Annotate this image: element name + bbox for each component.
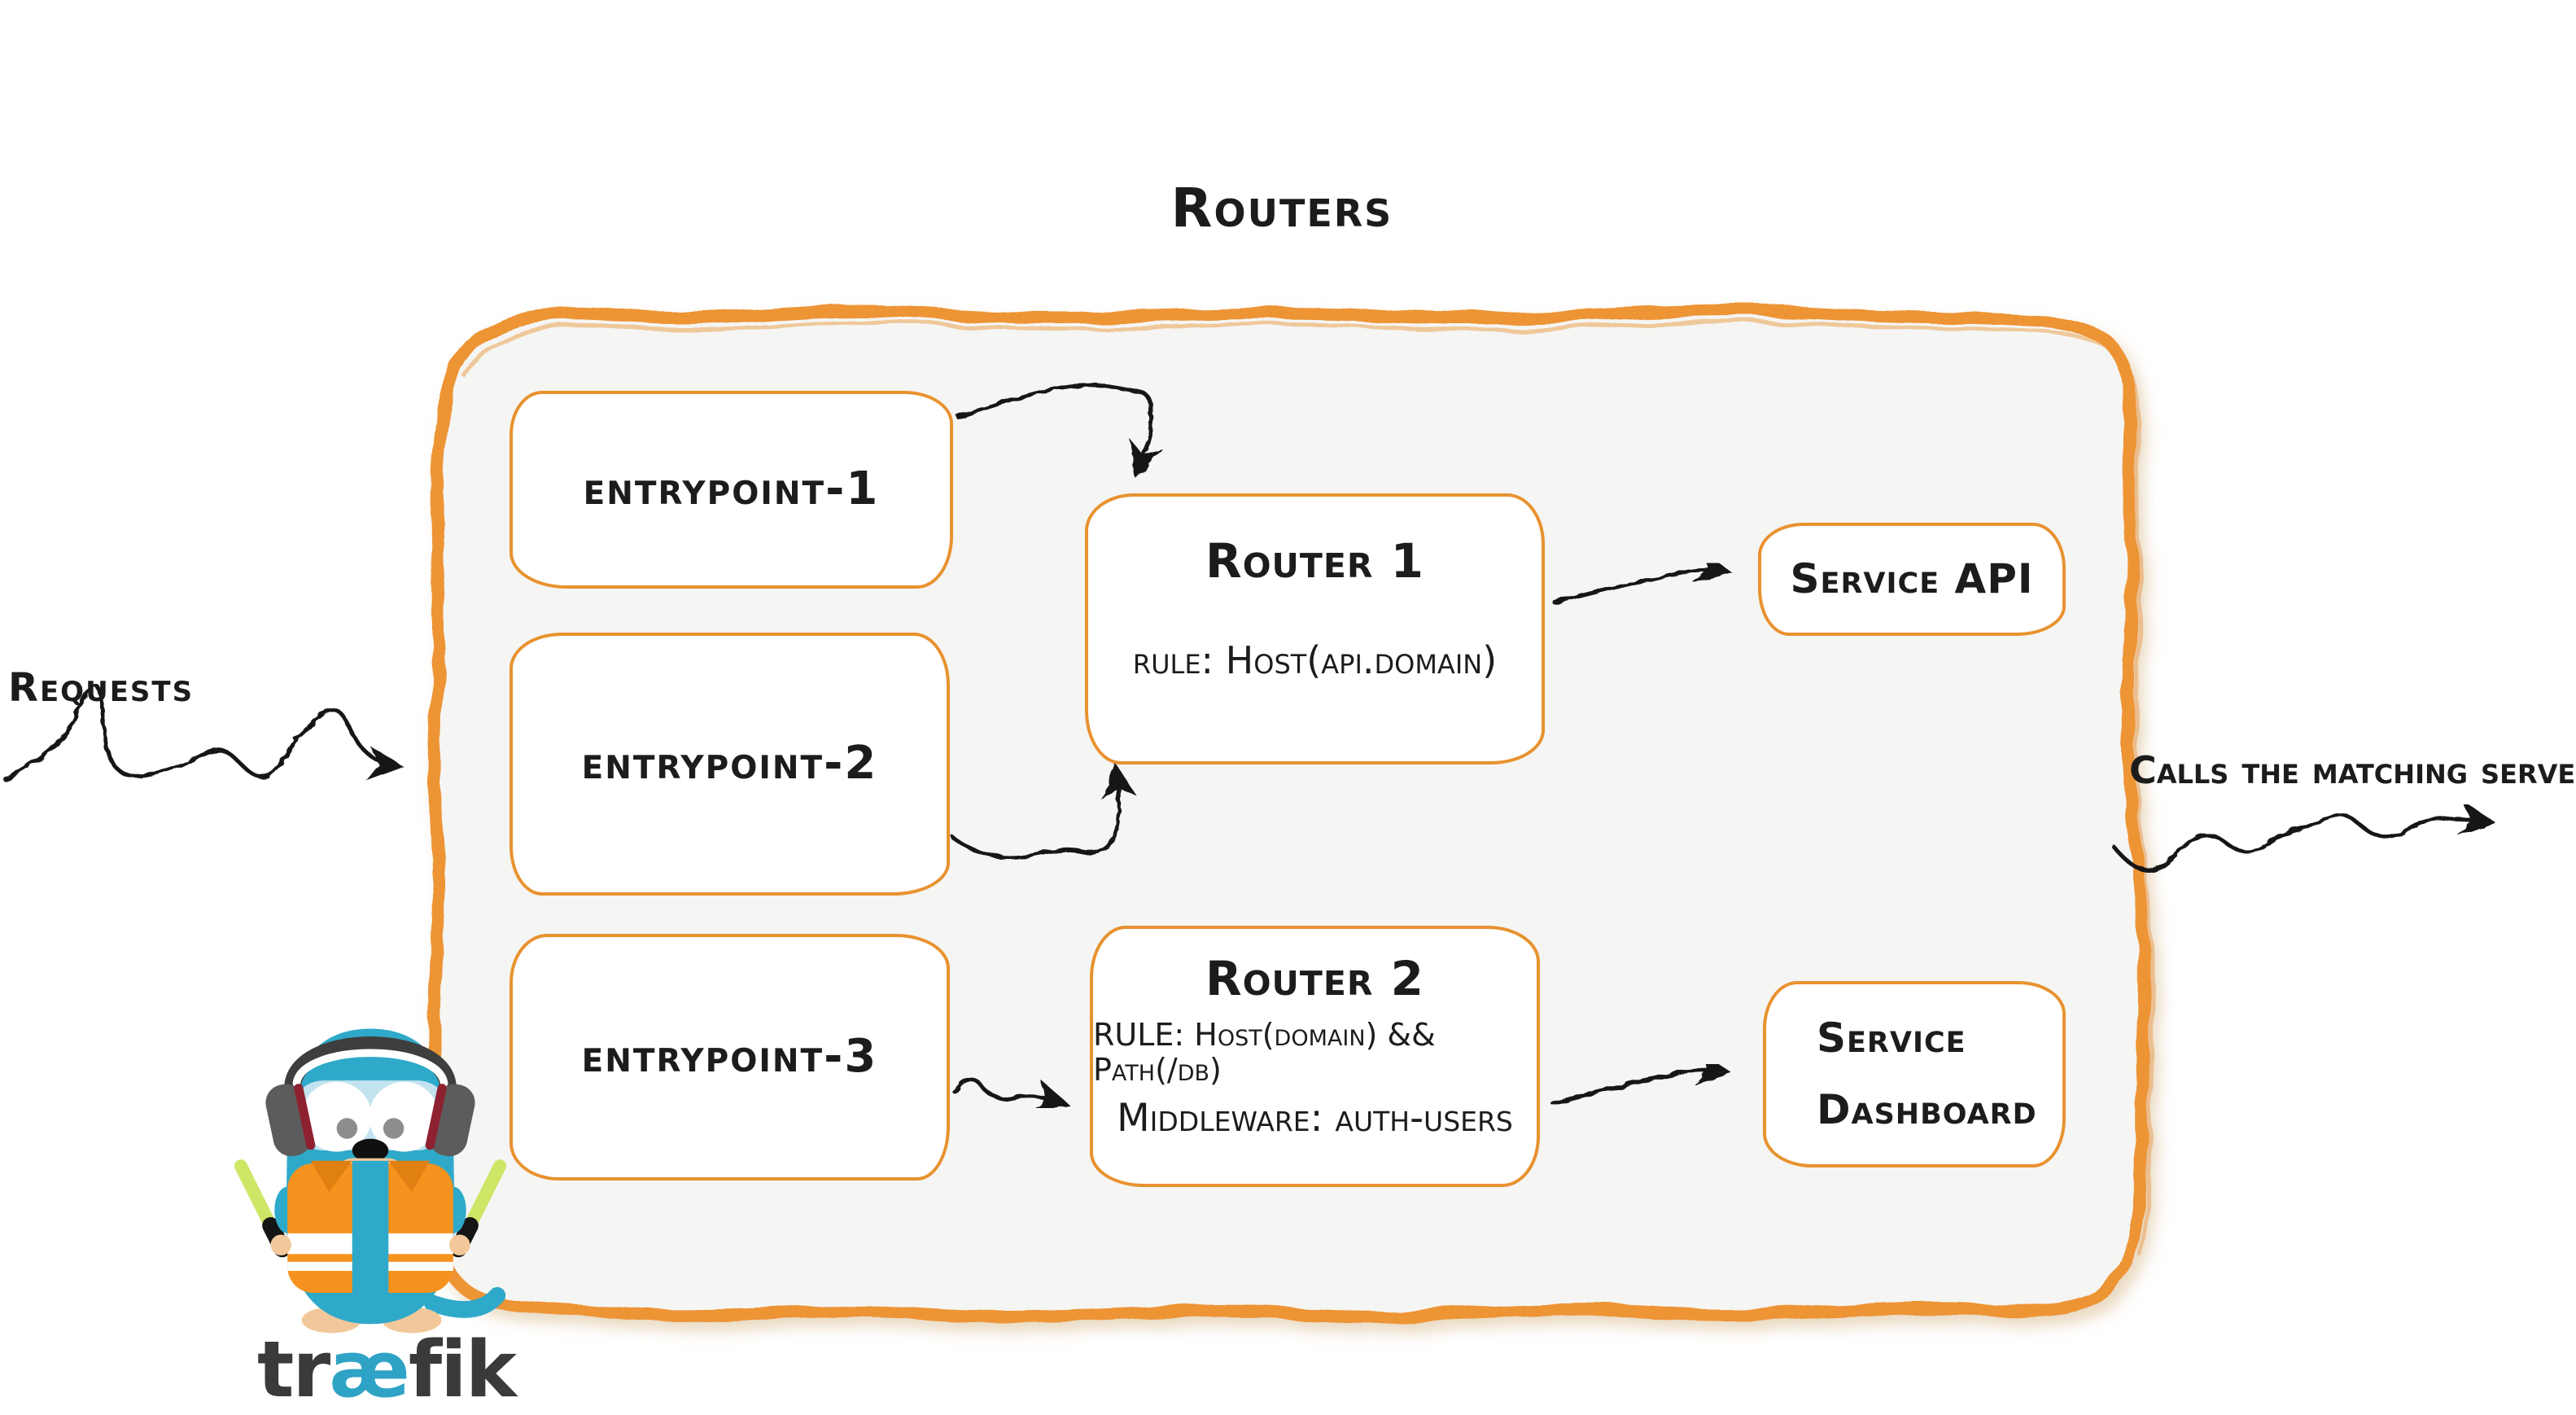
entrypoint3-to-router2-arrow <box>952 1078 1070 1113</box>
service-dashboard-box: Service Dashboard <box>1763 981 2066 1167</box>
requests-label: Requests <box>8 665 195 711</box>
gopher-hand-right <box>449 1234 470 1255</box>
entrypoint-3-box: entrypoint-3 <box>510 934 950 1181</box>
service-api-label: Service API <box>1790 554 2034 602</box>
entrypoint-3-label: entrypoint-3 <box>581 1030 878 1084</box>
calls-label: Calls the matching server <box>2129 748 2576 792</box>
headphone-band <box>284 1036 457 1094</box>
entrypoint-2-box: entrypoint-2 <box>510 633 950 896</box>
router1-to-serviceapi-arrow <box>1552 548 1733 605</box>
diagram-title: Routers <box>1170 177 1393 239</box>
entrypoint1-to-router1-arrow <box>956 383 1164 479</box>
requests-arrow <box>2 683 405 782</box>
wordmark-ae: æ <box>329 1325 410 1415</box>
router-1-rule: rule: Host(api.domain) <box>1132 637 1498 682</box>
entrypoint-1-label: entrypoint-1 <box>583 462 880 516</box>
entrypoint-1-box: entrypoint-1 <box>510 391 953 589</box>
wordmark-tr: tr <box>257 1325 330 1415</box>
safety-vest <box>287 1160 453 1294</box>
traefik-gopher-mascot <box>234 1028 507 1334</box>
service-dashboard-label-line2: Dashboard <box>1817 1085 2037 1133</box>
entrypoint2-to-router1-arrow <box>950 762 1138 860</box>
calls-matching-server-arrow <box>2111 800 2496 873</box>
gopher-tail <box>424 1286 506 1318</box>
gopher-pupil-right <box>383 1118 405 1139</box>
headphone-band-stripe <box>292 1049 448 1088</box>
router-2-box: Router 2 RULE: Host(domain) && Path(/db)… <box>1090 926 1540 1187</box>
traefik-wordmark: træfik <box>257 1325 517 1415</box>
router-1-box: Router 1 rule: Host(api.domain) <box>1085 493 1545 764</box>
wordmark-fik: fik <box>408 1325 517 1415</box>
earmuff-left <box>265 1084 316 1157</box>
router-2-rule: RULE: Host(domain) && Path(/db) <box>1093 1016 1436 1089</box>
router-2-title: Router 2 <box>1205 951 1424 1006</box>
router2-to-servicedashboard-arrow <box>1550 1050 1733 1106</box>
service-dashboard-label-line1: Service <box>1817 1014 1966 1062</box>
service-api-box: Service API <box>1758 523 2066 636</box>
earmuff-right <box>425 1084 475 1157</box>
gopher-nose <box>352 1138 389 1163</box>
gopher-hand-left <box>270 1234 291 1255</box>
gopher-pupil-left <box>336 1118 358 1139</box>
router-1-title: Router 1 <box>1205 533 1424 589</box>
entrypoint-2-label: entrypoint-2 <box>581 737 878 791</box>
router-2-middleware: Middleware: auth-users <box>1117 1096 1513 1141</box>
